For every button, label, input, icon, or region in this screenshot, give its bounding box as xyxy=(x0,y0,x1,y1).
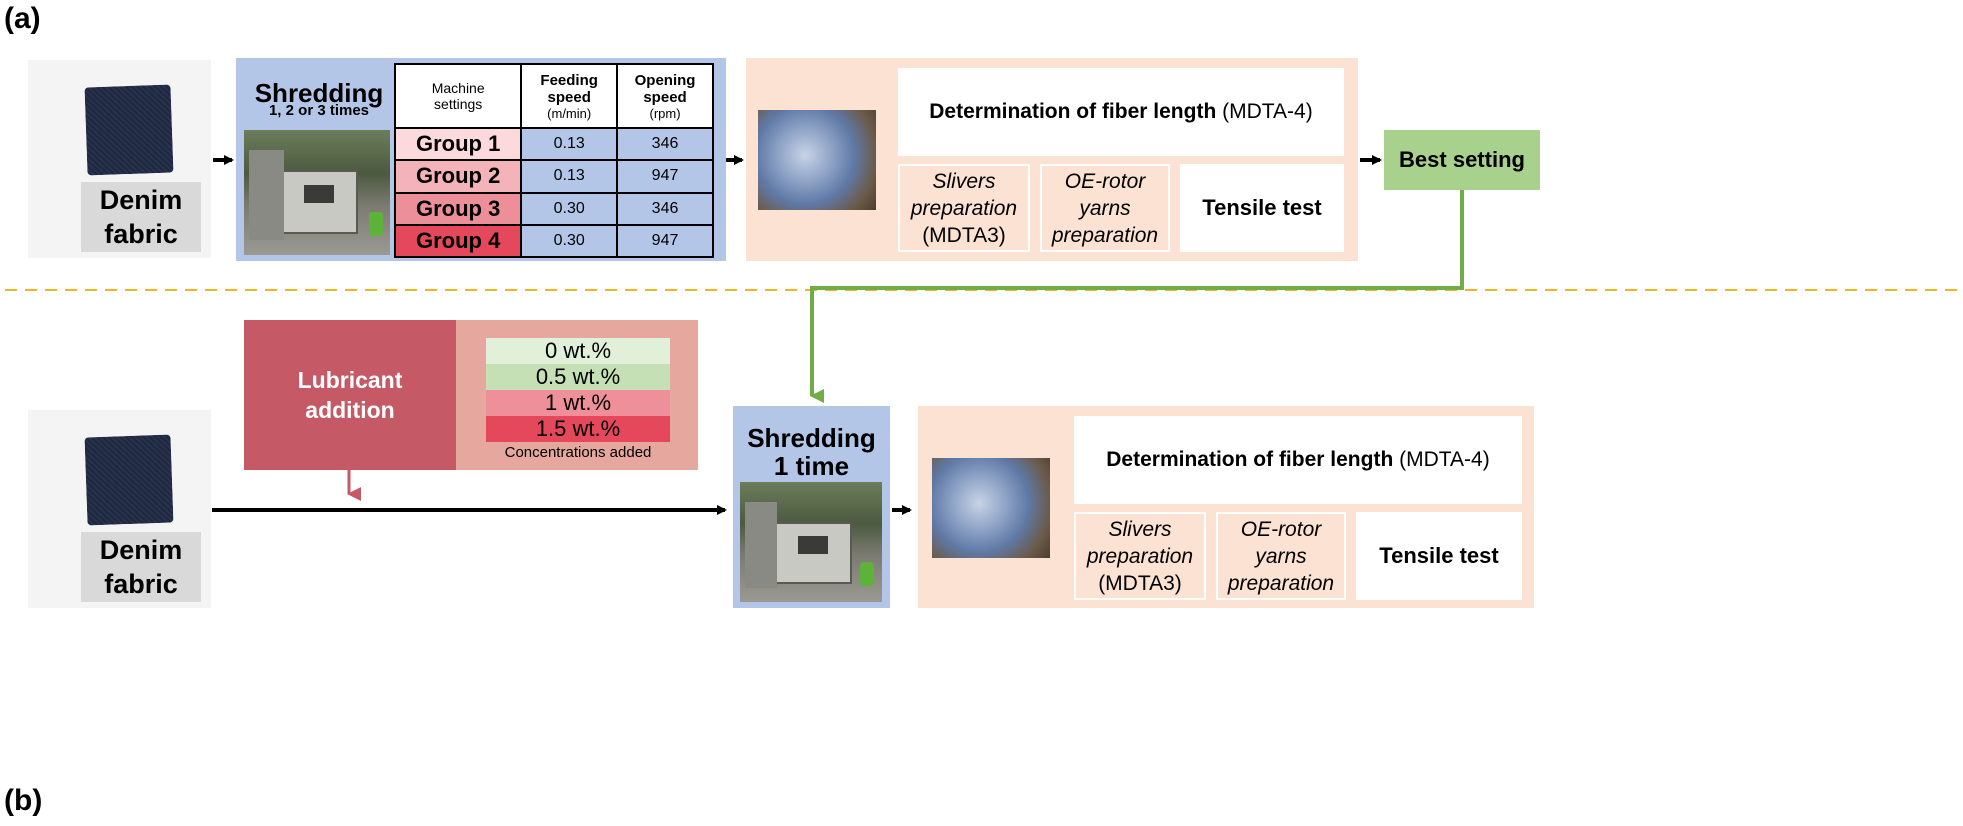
shredding-machine-image xyxy=(740,482,882,602)
panel-label-b: (b) xyxy=(4,784,43,817)
group-2-opening: 947 xyxy=(616,159,714,194)
fiber-length-label-a: Determination of fiber length xyxy=(929,100,1217,123)
header-opening-speed: Opening speed (rpm) xyxy=(616,63,714,129)
table-row: Group 2 0.13 947 xyxy=(393,159,714,194)
fabric-label-line2: fabric xyxy=(104,569,178,599)
concentration-0-5: 0.5 wt.% xyxy=(486,364,670,390)
header-col3-unit: (rpm) xyxy=(649,105,681,121)
oe-rotor-line3: preparation xyxy=(1051,223,1159,247)
concentration-0: 0 wt.% xyxy=(486,338,670,364)
oe-rotor-line2: yarns xyxy=(1079,196,1131,220)
panel-label-a: (a) xyxy=(4,2,41,35)
group-3-feeding: 0.30 xyxy=(520,191,619,226)
fiber-length-box-b: Determination of fiber length (MDTA-4) xyxy=(1074,416,1522,504)
lubricant-line1: Lubricant xyxy=(297,367,403,393)
shredding-box-b: Shredding 1 time xyxy=(733,406,890,608)
analysis-box-b: Determination of fiber length (MDTA-4) S… xyxy=(918,406,1534,608)
tensile-box-a: Tensile test xyxy=(1180,164,1344,252)
fiber-length-box-a: Determination of fiber length (MDTA-4) xyxy=(898,68,1344,156)
slivers-line2: preparation xyxy=(1086,544,1194,568)
shredding-title-b-line1: Shredding xyxy=(747,423,876,453)
slivers-line1: Slivers xyxy=(1108,517,1172,541)
header-col1-line1: Machine xyxy=(431,80,485,96)
fabric-box-b: Denim fabric xyxy=(28,410,211,608)
oe-rotor-line3: preparation xyxy=(1227,571,1335,595)
shredding-box-a: Shredding 1, 2 or 3 times Machine settin… xyxy=(236,58,726,261)
concentration-1: 1 wt.% xyxy=(486,390,670,416)
oe-rotor-line2: yarns xyxy=(1255,544,1307,568)
fabric-swatch-image xyxy=(84,84,174,176)
shredding-title-b-line2: 1 time xyxy=(773,451,850,481)
table-row: Group 3 0.30 346 xyxy=(393,191,714,226)
fiber-length-suffix-b: (MDTA-4) xyxy=(1393,448,1490,471)
shredding-title-b: Shredding 1 time xyxy=(733,424,890,480)
group-3-opening: 346 xyxy=(616,191,714,226)
concentrations-caption: Concentrations added xyxy=(504,444,652,461)
fabric-label-line2: fabric xyxy=(104,219,178,249)
header-col2-unit: (m/min) xyxy=(547,105,592,121)
group-4-feeding: 0.30 xyxy=(520,223,619,259)
fabric-label: Denim fabric xyxy=(81,182,201,252)
group-4-opening: 947 xyxy=(616,223,714,259)
oe-rotor-box-b: OE-rotor yarns preparation xyxy=(1216,512,1346,600)
header-col3-line1: Opening xyxy=(634,71,696,89)
oe-rotor-line1: OE-rotor xyxy=(1064,169,1146,193)
shredding-subtitle-a: 1, 2 or 3 times xyxy=(268,102,370,119)
analysis-box-a: Determination of fiber length (MDTA-4) S… xyxy=(746,58,1358,261)
fabric-swatch-image xyxy=(84,434,174,526)
shredded-fiber-image xyxy=(932,458,1050,558)
header-col2-line2: speed xyxy=(547,88,591,106)
tensile-box-b: Tensile test xyxy=(1356,512,1522,600)
group-1-feeding: 0.13 xyxy=(520,126,619,162)
lubricant-line2: addition xyxy=(305,397,395,423)
slivers-box-b: Slivers preparation (MDTA3) xyxy=(1074,512,1206,600)
lubricant-addition-box: Lubricant addition xyxy=(244,320,456,470)
fabric-label-line1: Denim xyxy=(99,185,183,215)
shredding-title-a: Shredding xyxy=(254,78,384,108)
machine-settings-table: Machine settings Feeding speed (m/min) O… xyxy=(393,63,714,259)
group-1-cell: Group 1 xyxy=(393,126,523,162)
header-col2-line1: Feeding xyxy=(540,71,598,89)
table-row: Group 1 0.13 346 xyxy=(393,126,714,162)
fiber-length-suffix-a: (MDTA-4) xyxy=(1216,100,1313,123)
slivers-line1: Slivers xyxy=(932,169,996,193)
slivers-line3: (MDTA3) xyxy=(1098,571,1182,595)
group-2-cell: Group 2 xyxy=(393,159,523,194)
oe-rotor-box-a: OE-rotor yarns preparation xyxy=(1040,164,1170,252)
best-setting-feedback-arrow xyxy=(810,190,1464,403)
slivers-box-a: Slivers preparation (MDTA3) xyxy=(898,164,1030,252)
shredded-fiber-image xyxy=(758,110,876,210)
best-setting-box: Best setting xyxy=(1384,130,1540,190)
slivers-line2: preparation xyxy=(910,196,1018,220)
oe-rotor-line1: OE-rotor xyxy=(1240,517,1322,541)
fabric-label: Denim fabric xyxy=(81,532,201,602)
concentrations-box: 0 wt.% 0.5 wt.% 1 wt.% 1.5 wt.% Concentr… xyxy=(456,320,698,470)
header-col3-line2: speed xyxy=(643,88,687,106)
fabric-box-a: Denim fabric xyxy=(28,60,211,258)
fiber-length-label-b: Determination of fiber length xyxy=(1106,448,1394,471)
group-2-feeding: 0.13 xyxy=(520,159,619,194)
header-col1-line2: settings xyxy=(434,96,483,112)
group-1-opening: 346 xyxy=(616,126,714,162)
fabric-label-line1: Denim xyxy=(99,535,183,565)
table-row: Group 4 0.30 947 xyxy=(393,223,714,259)
table-header-row: Machine settings Feeding speed (m/min) O… xyxy=(393,63,714,129)
header-machine-settings: Machine settings xyxy=(393,63,523,129)
slivers-line3: (MDTA3) xyxy=(922,223,1006,247)
header-feeding-speed: Feeding speed (m/min) xyxy=(520,63,619,129)
shredding-machine-image xyxy=(244,130,390,255)
group-4-cell: Group 4 xyxy=(393,223,523,259)
concentration-1-5: 1.5 wt.% xyxy=(486,416,670,442)
group-3-cell: Group 3 xyxy=(393,191,523,226)
